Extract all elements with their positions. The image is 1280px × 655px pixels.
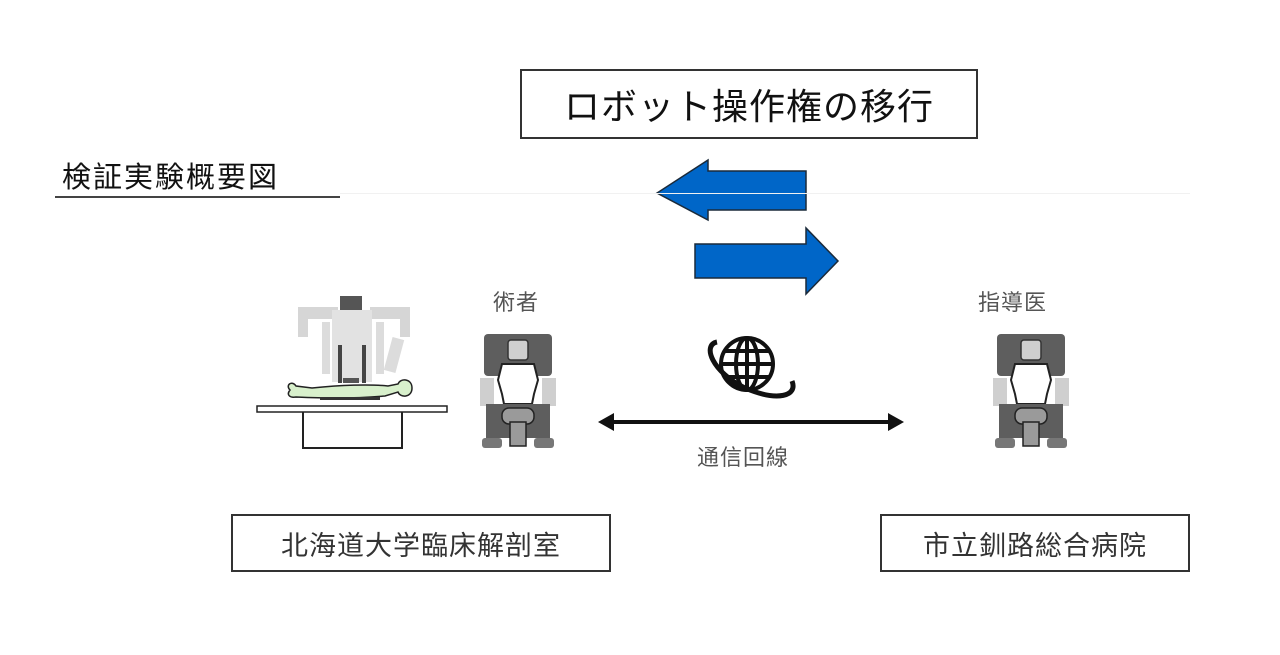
divider [340, 193, 1190, 194]
diagram-title: ロボット操作権の移行 [520, 69, 978, 139]
communication-line-label: 通信回線 [697, 446, 790, 471]
surgeon-console-icon [480, 334, 556, 448]
transfer-arrow-left [655, 158, 807, 222]
section-heading-underline [55, 196, 340, 198]
surgeon-role-label: 術者 [493, 291, 540, 316]
right-site-name: 市立釧路総合病院 [880, 514, 1190, 572]
mentor-role-label: 指導医 [978, 291, 1048, 316]
section-heading: 検証実験概要図 [62, 160, 280, 194]
globe-network-icon [707, 336, 796, 399]
surgical-robot-icon [298, 296, 410, 383]
patient-on-table-icon [256, 379, 448, 449]
communication-line-arrow [598, 413, 904, 431]
left-site-name: 北海道大学臨床解剖室 [231, 514, 611, 572]
surgeon-console-icon [993, 334, 1069, 448]
transfer-arrow-right [694, 226, 840, 296]
